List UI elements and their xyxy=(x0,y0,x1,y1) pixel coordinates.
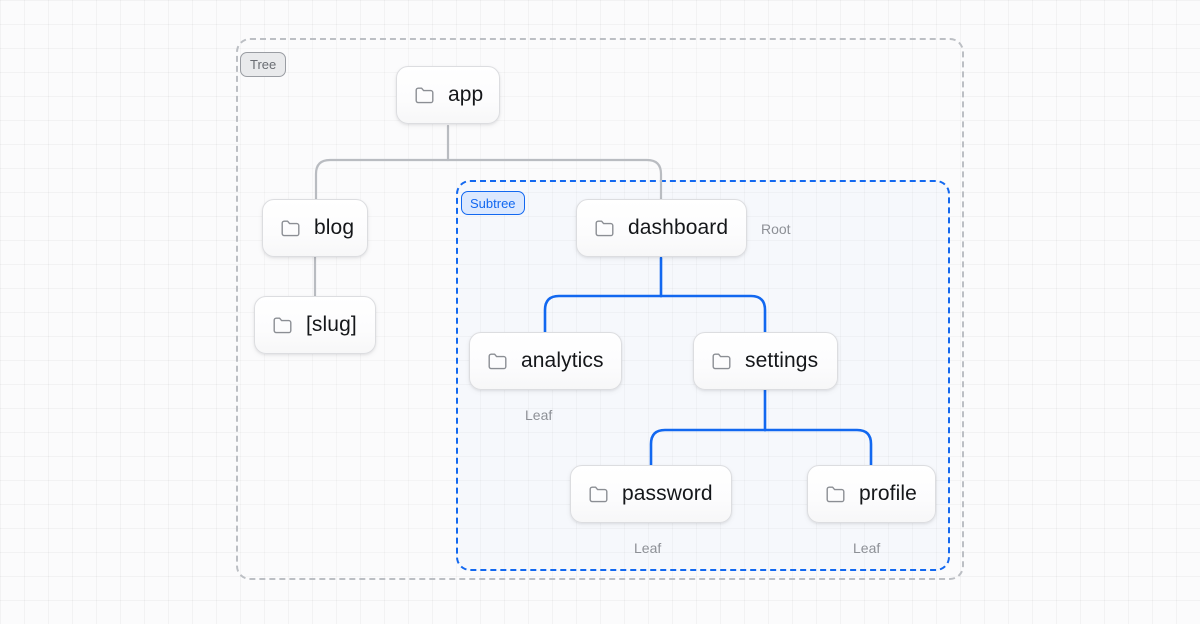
subtree-group-badge[interactable]: Subtree xyxy=(461,191,525,215)
node-profile[interactable]: profile xyxy=(807,465,936,523)
caption-dashboard-root: Root xyxy=(761,221,791,237)
folder-icon xyxy=(826,486,845,502)
caption-analytics-leaf: Leaf xyxy=(525,407,553,423)
node-profile-label: profile xyxy=(859,482,917,505)
folder-icon xyxy=(281,220,300,236)
folder-icon xyxy=(589,486,608,502)
node-dashboard-label: dashboard xyxy=(628,216,729,239)
subtree-group-badge-label: Subtree xyxy=(470,195,516,211)
node-slug[interactable]: [slug] xyxy=(254,296,376,354)
node-app-label: app xyxy=(448,83,484,106)
node-password-label: password xyxy=(622,482,713,505)
folder-icon xyxy=(273,317,292,333)
node-analytics-label: analytics xyxy=(521,349,604,372)
folder-icon xyxy=(712,353,731,369)
node-app[interactable]: app xyxy=(396,66,500,124)
caption-password-leaf: Leaf xyxy=(634,540,662,556)
node-blog[interactable]: blog xyxy=(262,199,368,257)
tree-group-badge[interactable]: Tree xyxy=(240,52,287,77)
node-settings-label: settings xyxy=(745,349,819,372)
node-settings[interactable]: settings xyxy=(693,332,838,390)
subtree-group-container[interactable] xyxy=(456,180,950,571)
tree-group-badge-label: Tree xyxy=(250,57,277,72)
folder-icon xyxy=(595,220,614,236)
node-slug-label: [slug] xyxy=(306,313,357,336)
node-blog-label: blog xyxy=(314,216,355,239)
node-password[interactable]: password xyxy=(570,465,732,523)
node-dashboard[interactable]: dashboard xyxy=(576,199,747,257)
folder-icon xyxy=(488,353,507,369)
node-analytics[interactable]: analytics xyxy=(469,332,622,390)
caption-profile-leaf: Leaf xyxy=(853,540,881,556)
folder-icon xyxy=(415,87,434,103)
